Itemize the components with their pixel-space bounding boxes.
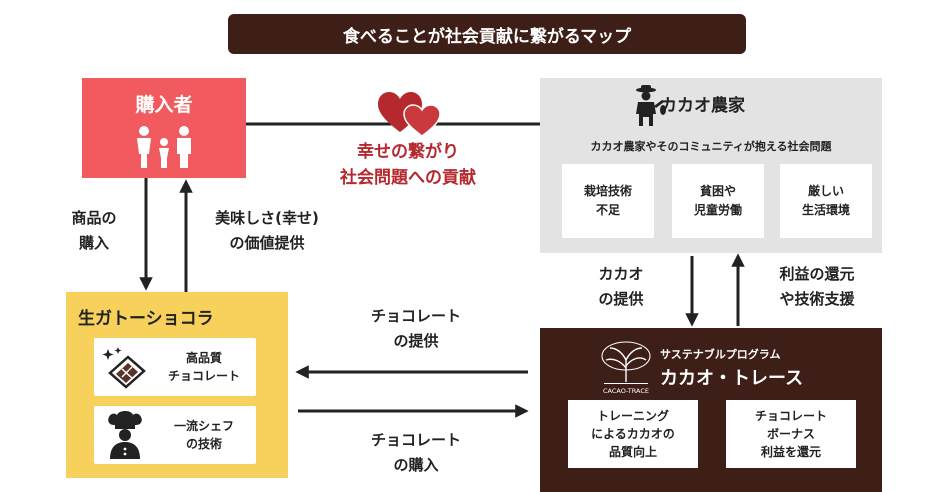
gateau-box: 生ガトーショコラ 高品質チョコレート 一流シェフの技術 bbox=[66, 292, 288, 478]
label-line: の価値提供 bbox=[229, 233, 305, 252]
item-line: によるカカオの bbox=[591, 427, 675, 441]
gateau-item-text: 高品質チョコレート bbox=[156, 338, 252, 396]
label-line: の購入 bbox=[393, 455, 439, 474]
item-line: トレーニング bbox=[596, 409, 669, 423]
chocolate-icon bbox=[102, 347, 146, 389]
page-title: 食べることが社会貢献に繋がるマップ bbox=[228, 14, 746, 54]
choco-supply-label: チョコレート の提供 bbox=[346, 304, 486, 354]
item-line: チョコレート bbox=[167, 369, 240, 383]
trace-item-card: トレーニングによるカカオの品質向上 bbox=[568, 400, 698, 468]
gateau-item-card: 高品質チョコレート bbox=[94, 338, 256, 396]
connection-line1: 幸せの繋がり bbox=[357, 142, 459, 162]
issue-line: 栽培技術 bbox=[583, 184, 632, 199]
item-line: の技術 bbox=[185, 437, 222, 451]
gateau-title: 生ガトーショコラ bbox=[78, 309, 214, 329]
trace-title: カカオ・トレース bbox=[660, 368, 804, 389]
issue-line: 不足 bbox=[595, 203, 620, 217]
farmer-issue-card: 貧困や児童労働 bbox=[672, 164, 764, 238]
chef-icon bbox=[108, 411, 142, 459]
buyer-box: 購入者 bbox=[82, 78, 246, 178]
issue-line: 厳しい bbox=[807, 184, 844, 199]
label-line: カカオ bbox=[598, 265, 644, 283]
label-line: 商品の bbox=[71, 209, 117, 227]
issue-line: 児童労働 bbox=[693, 203, 742, 217]
profit-return-label: 利益の還元 や技術支援 bbox=[754, 262, 880, 312]
farmer-box: カカオ農家 カカオ農家やそのコミュニティが抱える社会問題 栽培技術不足 貧困や児… bbox=[540, 78, 882, 253]
item-line: 品質向上 bbox=[608, 445, 657, 459]
farmer-issue-card: 厳しい生活環境 bbox=[780, 164, 872, 238]
trace-item-card: チョコレートボーナス利益を還元 bbox=[726, 400, 856, 468]
trace-subtitle: サステナブルプログラム bbox=[660, 348, 781, 361]
label-line: 美味しさ(幸せ) bbox=[215, 209, 319, 227]
label-line: チョコレート bbox=[370, 307, 461, 325]
cacao-supply-label: カカオ の提供 bbox=[576, 262, 666, 312]
label-line: や技術支援 bbox=[779, 289, 855, 308]
issue-line: 生活環境 bbox=[801, 203, 850, 217]
label-line: の提供 bbox=[598, 289, 644, 308]
buyer-title: 購入者 bbox=[135, 94, 193, 116]
family-icon bbox=[137, 126, 191, 168]
label-line: 購入 bbox=[78, 233, 109, 252]
issue-line: 貧困や bbox=[699, 184, 736, 199]
taste-label: 美味しさ(幸せ) の価値提供 bbox=[200, 206, 334, 256]
item-line: チョコレート bbox=[754, 409, 827, 423]
gateau-item-card: 一流シェフの技術 bbox=[94, 406, 256, 464]
farmer-title: カカオ農家 bbox=[660, 96, 745, 116]
connection-line2: 社会問題への貢献 bbox=[340, 167, 476, 188]
farmer-subtitle: カカオ農家やそのコミュニティが抱える社会問題 bbox=[590, 140, 832, 153]
farmer-icon bbox=[636, 85, 666, 126]
gateau-item-text: 一流シェフの技術 bbox=[156, 406, 252, 464]
farmer-issue-card: 栽培技術不足 bbox=[562, 164, 654, 238]
label-line: の提供 bbox=[393, 331, 439, 350]
connection-text: 幸せの繋がり 社会問題への貢献 bbox=[300, 140, 516, 191]
item-line: 高品質 bbox=[185, 351, 222, 365]
trace-box: CACAO-TRACE サステナブルプログラム カカオ・トレース トレーニングに… bbox=[540, 328, 882, 492]
purchase-goods-label: 商品の 購入 bbox=[56, 206, 132, 256]
item-line: 一流シェフ bbox=[173, 419, 234, 433]
cacao-trace-logo: CACAO-TRACE bbox=[601, 341, 651, 395]
hearts-icon bbox=[378, 92, 440, 136]
item-line: ボーナス bbox=[766, 427, 815, 441]
choco-purchase-label: チョコレート の購入 bbox=[346, 428, 486, 478]
label-line: チョコレート bbox=[370, 431, 461, 449]
logo-text: CACAO-TRACE bbox=[603, 387, 649, 395]
item-line: 利益を還元 bbox=[760, 445, 821, 459]
label-line: 利益の還元 bbox=[779, 265, 855, 283]
